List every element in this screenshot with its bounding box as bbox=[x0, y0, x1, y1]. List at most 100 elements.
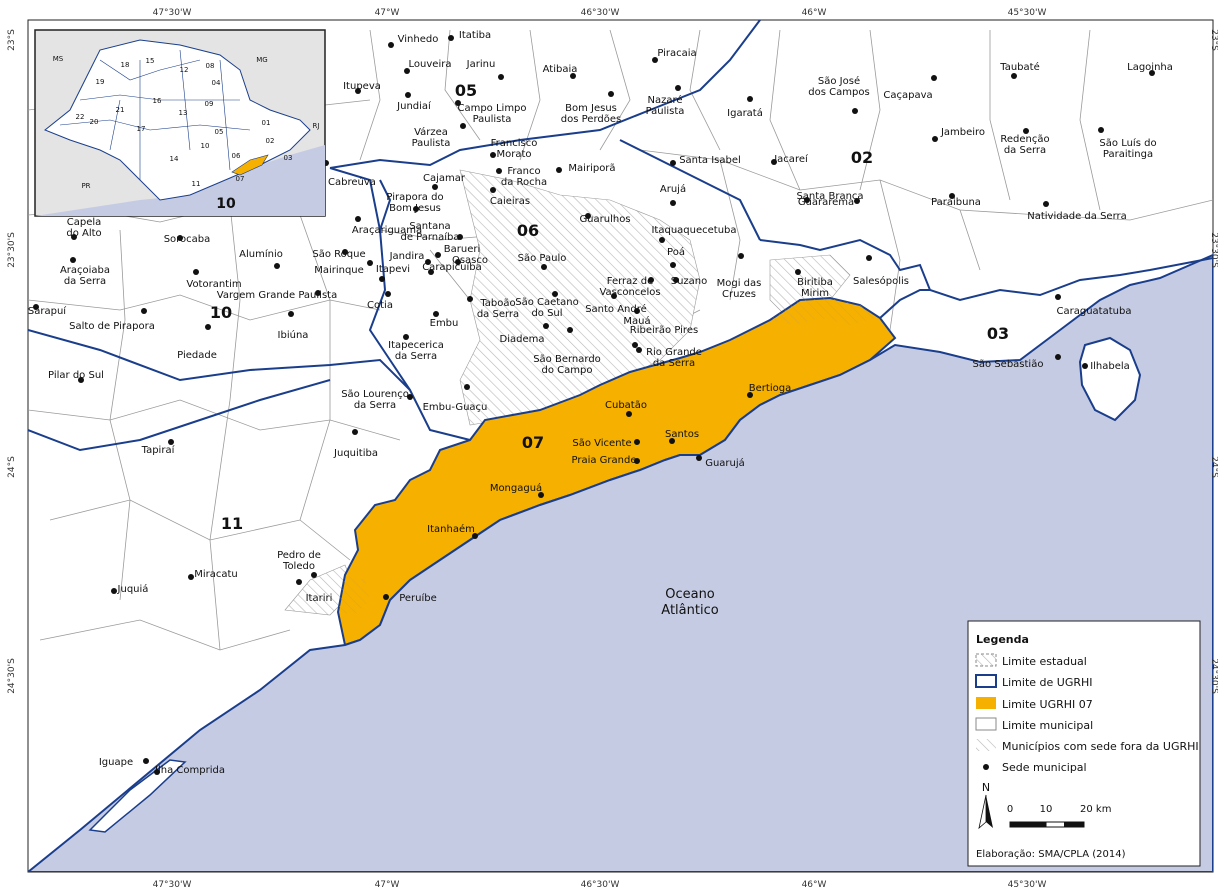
city-marker: Vinhedo bbox=[388, 34, 438, 48]
city-marker: Suzano bbox=[671, 276, 708, 287]
city-marker: Sarapuí bbox=[28, 304, 67, 317]
inset-label: 20 bbox=[90, 118, 99, 126]
city-marker: São Paulo bbox=[518, 253, 566, 270]
city-label: Araçoiaba bbox=[60, 265, 110, 276]
city-label: Alumínio bbox=[239, 248, 283, 260]
city-dot bbox=[931, 75, 937, 81]
inset-label: 15 bbox=[146, 57, 155, 65]
city-dot bbox=[315, 290, 321, 296]
city-label: Mirim bbox=[801, 288, 829, 299]
city-label: Redenção bbox=[1000, 134, 1049, 145]
legend-swatch-state bbox=[975, 653, 997, 667]
city-dot bbox=[1149, 70, 1155, 76]
city-label: Nazaré bbox=[647, 94, 682, 106]
city-label: Paulista bbox=[473, 114, 512, 125]
city-label: Arujá bbox=[660, 183, 686, 195]
city-label: Jandira bbox=[389, 251, 425, 262]
city-label: Louveira bbox=[409, 59, 452, 70]
city-label: Araçariguama bbox=[352, 225, 422, 236]
city-dot bbox=[585, 213, 591, 219]
city-dot bbox=[611, 293, 617, 299]
city-marker: Taubaté bbox=[999, 61, 1040, 79]
city-marker: Itariri bbox=[296, 579, 332, 604]
city-dot bbox=[379, 276, 385, 282]
city-label: Iguape bbox=[99, 757, 133, 768]
city-dot bbox=[78, 377, 84, 383]
city-dot bbox=[342, 249, 348, 255]
city-marker: Diadema bbox=[500, 323, 549, 345]
city-label: Santo André bbox=[585, 303, 647, 315]
city-label: Santana bbox=[409, 221, 450, 232]
inset-label: 19 bbox=[96, 78, 105, 86]
legend-swatch-hatched bbox=[976, 739, 996, 751]
city-label: Miracatu bbox=[194, 569, 238, 580]
city-dot bbox=[457, 234, 463, 240]
city-label: Cubatão bbox=[605, 400, 647, 411]
city-marker: Vargem Grande Paulista bbox=[217, 290, 337, 301]
city-label: Santa Isabel bbox=[679, 155, 741, 166]
legend-item-label: Limite municipal bbox=[1002, 719, 1093, 732]
scale-label-10: 10 bbox=[1040, 804, 1053, 815]
city-dot bbox=[413, 206, 419, 212]
city-dot bbox=[455, 100, 461, 106]
city-marker: Arujá bbox=[660, 183, 686, 206]
graticule-right: 24°30'S bbox=[1209, 658, 1218, 694]
city-marker: Cubatão bbox=[605, 400, 647, 417]
city-label: Mogi das bbox=[717, 278, 762, 289]
city-label: Itapecerica bbox=[388, 340, 444, 351]
city-dot bbox=[1098, 127, 1104, 133]
city-label: Mairinque bbox=[314, 265, 364, 276]
city-label: Caraguatatuba bbox=[1057, 306, 1132, 317]
city-label: Paraitinga bbox=[1103, 149, 1153, 160]
city-label: São Lourenço bbox=[341, 389, 409, 400]
city-marker: Mairiporã bbox=[556, 163, 616, 174]
inset-label: 04 bbox=[212, 79, 221, 87]
city-marker: Embu-Guaçu bbox=[423, 384, 488, 413]
city-dot bbox=[634, 458, 640, 464]
city-dot bbox=[404, 68, 410, 74]
city-marker: Votorantim bbox=[186, 269, 242, 290]
city-label: Bom Jesus bbox=[565, 103, 617, 114]
city-label: Piracaia bbox=[657, 48, 696, 59]
city-dot bbox=[570, 73, 576, 79]
city-marker: Juquiá bbox=[111, 583, 148, 595]
city-marker: Osasco bbox=[452, 255, 488, 266]
city-label: do Campo bbox=[542, 365, 593, 376]
city-label: Igaratá bbox=[727, 107, 763, 119]
inset-label: PR bbox=[81, 182, 90, 190]
city-dot bbox=[496, 168, 502, 174]
city-dot bbox=[143, 758, 149, 764]
city-label: São Bernardo bbox=[533, 354, 601, 365]
city-marker: Tapiraí bbox=[141, 439, 176, 456]
city-dot bbox=[460, 123, 466, 129]
city-dot bbox=[467, 296, 473, 302]
city-dot bbox=[1011, 73, 1017, 79]
city-label: Sarapuí bbox=[28, 305, 67, 317]
city-label: Tapiraí bbox=[141, 444, 176, 456]
city-dot bbox=[177, 235, 183, 241]
city-label: Itapevi bbox=[376, 264, 410, 275]
city-label: Itatiba bbox=[459, 30, 491, 41]
city-marker: Ilhabela bbox=[1082, 361, 1130, 372]
city-dot bbox=[311, 572, 317, 578]
city-dot bbox=[738, 253, 744, 259]
city-marker: Cajamar bbox=[423, 173, 466, 190]
city-dot bbox=[866, 255, 872, 261]
city-dot bbox=[949, 193, 955, 199]
city-label: Itanhaém bbox=[427, 523, 475, 535]
graticule-right: 24°S bbox=[1209, 456, 1218, 478]
graticule-left: 24°30'S bbox=[7, 658, 17, 694]
city-label: Embu-Guaçu bbox=[423, 402, 488, 413]
city-marker: Salto de Pirapora bbox=[69, 308, 155, 332]
graticule-top: 45°30'W bbox=[1008, 8, 1047, 18]
city-label: Santa Branca bbox=[796, 191, 863, 202]
inset-big-label: 10 bbox=[216, 196, 236, 212]
city-label: Poá bbox=[667, 246, 685, 258]
city-label: Sorocaba bbox=[164, 234, 211, 245]
ugrhi-label: 05 bbox=[455, 81, 477, 100]
city-marker: Igaratá bbox=[727, 96, 763, 119]
city-label: Guararema bbox=[798, 197, 854, 208]
